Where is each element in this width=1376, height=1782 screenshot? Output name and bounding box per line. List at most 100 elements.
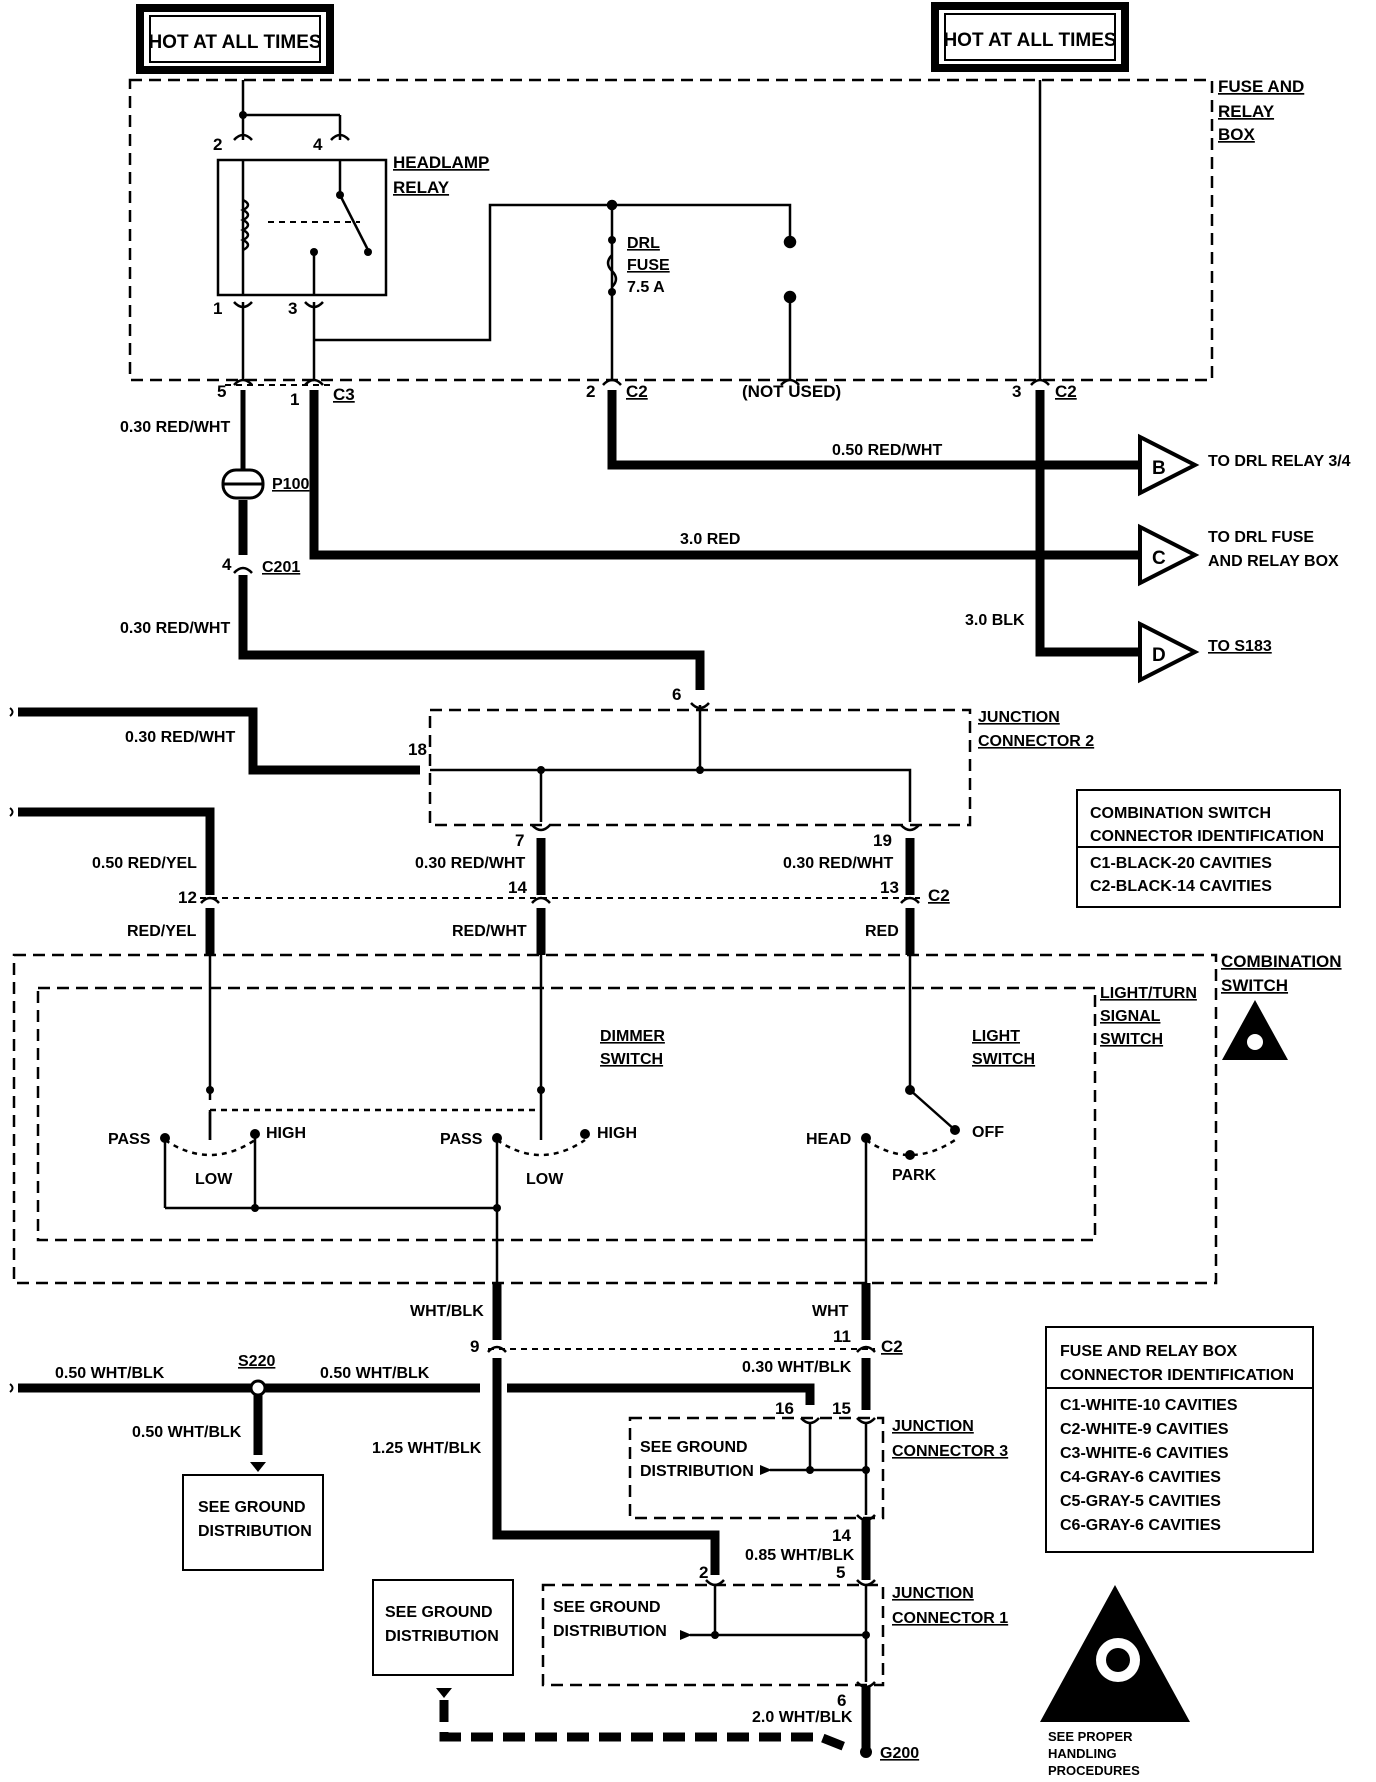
hot-label-left: HOT AT ALL TIMES: [136, 4, 334, 74]
svg-text:18: 18: [408, 740, 427, 759]
ground-distribution-box-2: SEE GROUND DISTRIBUTION: [372, 1579, 850, 1753]
svg-text:19: 19: [873, 831, 892, 850]
arrow-b: B TO DRL RELAY 3/4: [1138, 433, 1351, 497]
svg-text:RED: RED: [865, 923, 899, 940]
combination-switch-label: COMBINATION SWITCH: [1221, 952, 1342, 995]
svg-text:14: 14: [832, 1526, 851, 1545]
svg-text:TO DRL FUSE: TO DRL FUSE: [1208, 529, 1314, 546]
arrow-c: C TO DRL FUSE AND RELAY BOX: [1138, 523, 1339, 587]
svg-text:C2: C2: [1055, 382, 1077, 401]
c2-connector-row: 12 14 13 C2 RED/YEL RED/WHT RED: [127, 878, 950, 955]
svg-text:SWITCH: SWITCH: [1221, 976, 1288, 995]
svg-text:SEE GROUND: SEE GROUND: [385, 1604, 493, 1621]
fuse-box-internal-wiring: [241, 80, 1042, 380]
svg-text:1: 1: [213, 299, 222, 318]
svg-text:C2: C2: [928, 886, 950, 905]
handling-procedures-icon: SEE PROPER HANDLING PROCEDURES: [1040, 1585, 1190, 1778]
left-incoming-wires: [9, 707, 420, 895]
svg-text:WHT: WHT: [812, 1303, 849, 1320]
svg-text:LOW: LOW: [526, 1171, 564, 1188]
fuse-relay-box-outline: [128, 78, 1214, 382]
top-connector-row: 5 1 C3 2 C2 (NOT USED) 3 C2: [217, 378, 1077, 409]
svg-text:2: 2: [213, 135, 222, 154]
wire-label-w7: 0.50 RED/YEL: [92, 855, 197, 872]
svg-text:CONNECTOR IDENTIFICATION: CONNECTOR IDENTIFICATION: [1060, 1367, 1294, 1384]
combination-switch-outline: [12, 953, 1218, 1285]
svg-text:RED/WHT: RED/WHT: [452, 923, 527, 940]
svg-text:16: 16: [775, 1399, 794, 1418]
svg-text:6: 6: [672, 685, 681, 704]
svg-text:HANDLING: HANDLING: [1048, 1746, 1117, 1761]
svg-text:SEE PROPER: SEE PROPER: [1048, 1729, 1133, 1744]
svg-text:CONNECTOR 3: CONNECTOR 3: [892, 1443, 1008, 1460]
main-wires: [238, 390, 1140, 690]
light-switch-label: LIGHT SWITCH: [972, 1028, 1035, 1068]
svg-text:RELAY: RELAY: [393, 178, 450, 197]
svg-text:5: 5: [836, 1563, 845, 1582]
svg-text:2: 2: [699, 1563, 708, 1582]
junction-connector-3: JUNCTION CONNECTOR 3 16 15 SEE GROUND DI…: [628, 1399, 1008, 1564]
svg-text:SWITCH: SWITCH: [972, 1051, 1035, 1068]
svg-text:0.50 RED/WHT: 0.50 RED/WHT: [832, 442, 942, 459]
svg-text:DRL: DRL: [627, 235, 660, 252]
svg-text:3: 3: [1012, 382, 1021, 401]
esd-icon: [1222, 1000, 1288, 1060]
junction2-down-wires: [536, 838, 915, 895]
svg-text:OFF: OFF: [972, 1124, 1004, 1141]
svg-text:C2: C2: [881, 1337, 903, 1356]
arrow-d: D TO S183: [1138, 620, 1272, 684]
svg-text:2.0 WHT/BLK: 2.0 WHT/BLK: [752, 1709, 853, 1726]
svg-text:LOW: LOW: [195, 1171, 233, 1188]
svg-text:COMBINATION: COMBINATION: [1221, 952, 1342, 971]
svg-text:7: 7: [515, 831, 524, 850]
svg-text:C1-BLACK-20 CAVITIES: C1-BLACK-20 CAVITIES: [1090, 855, 1272, 872]
svg-text:C201: C201: [262, 559, 300, 576]
svg-text:SEE GROUND: SEE GROUND: [198, 1499, 306, 1516]
drl-fuse: DRL FUSE 7.5 A: [606, 235, 670, 296]
svg-text:JUNCTION: JUNCTION: [892, 1418, 974, 1435]
svg-text:DISTRIBUTION: DISTRIBUTION: [553, 1623, 667, 1640]
svg-text:HIGH: HIGH: [597, 1125, 637, 1142]
svg-text:2: 2: [586, 382, 595, 401]
p100-connector: P100: [221, 468, 309, 500]
svg-text:C3: C3: [333, 385, 355, 404]
light-turn-switch-outline: [36, 986, 1097, 1242]
svg-text:0.50 WHT/BLK: 0.50 WHT/BLK: [55, 1365, 165, 1382]
svg-text:7.5 A: 7.5 A: [627, 279, 665, 296]
svg-text:LIGHT: LIGHT: [972, 1028, 1020, 1045]
light-turn-switch-label: LIGHT/TURN SIGNAL SWITCH: [1100, 985, 1197, 1048]
svg-text:SEE GROUND: SEE GROUND: [553, 1599, 661, 1616]
svg-text:11: 11: [833, 1327, 851, 1346]
lower-labels: WHT/BLK WHT 9 11 C2 0.50 WHT/BLK S220 0.…: [55, 1303, 903, 1457]
svg-text:C2-WHITE-9 CAVITIES: C2-WHITE-9 CAVITIES: [1060, 1421, 1229, 1438]
switch-position-labels: PASS LOW HIGH PASS LOW HIGH HEAD PARK OF…: [108, 1124, 1004, 1188]
wire-label-w6: 0.30 RED/WHT: [125, 729, 235, 746]
svg-text:WHT/BLK: WHT/BLK: [410, 1303, 484, 1320]
dimmer-switch-label: DIMMER SWITCH: [600, 1028, 665, 1068]
svg-text:3.0 BLK: 3.0 BLK: [965, 612, 1025, 629]
svg-text:13: 13: [880, 878, 899, 897]
svg-text:CONNECTOR IDENTIFICATION: CONNECTOR IDENTIFICATION: [1090, 828, 1324, 845]
svg-text:C1-WHITE-10 CAVITIES: C1-WHITE-10 CAVITIES: [1060, 1397, 1238, 1414]
fuse-relay-box-label: FUSE AND RELAY BOX: [1218, 77, 1304, 144]
svg-text:PROCEDURES: PROCEDURES: [1048, 1763, 1140, 1778]
svg-text:0.50 WHT/BLK: 0.50 WHT/BLK: [132, 1424, 242, 1441]
svg-text:0.50 WHT/BLK: 0.50 WHT/BLK: [320, 1365, 430, 1382]
svg-text:JUNCTION: JUNCTION: [892, 1585, 974, 1602]
svg-text:1: 1: [290, 390, 299, 409]
svg-text:TO S183: TO S183: [1208, 638, 1272, 655]
svg-text:C5-GRAY-5 CAVITIES: C5-GRAY-5 CAVITIES: [1060, 1493, 1221, 1510]
g200-ground: G200: [860, 1745, 919, 1762]
switch-internal-wiring: [163, 955, 956, 1283]
svg-text:LIGHT/TURN: LIGHT/TURN: [1100, 985, 1197, 1002]
svg-text:PASS: PASS: [440, 1131, 483, 1148]
svg-text:FUSE: FUSE: [627, 257, 670, 274]
wire-label-w9: 0.30 RED/WHT: [783, 855, 893, 872]
svg-text:C: C: [1152, 548, 1166, 569]
svg-text:9: 9: [470, 1337, 479, 1356]
fuse-relay-id-table: FUSE AND RELAY BOX CONNECTOR IDENTIFICAT…: [1045, 1326, 1314, 1553]
svg-text:SWITCH: SWITCH: [600, 1051, 663, 1068]
svg-text:AND RELAY BOX: AND RELAY BOX: [1208, 553, 1339, 570]
